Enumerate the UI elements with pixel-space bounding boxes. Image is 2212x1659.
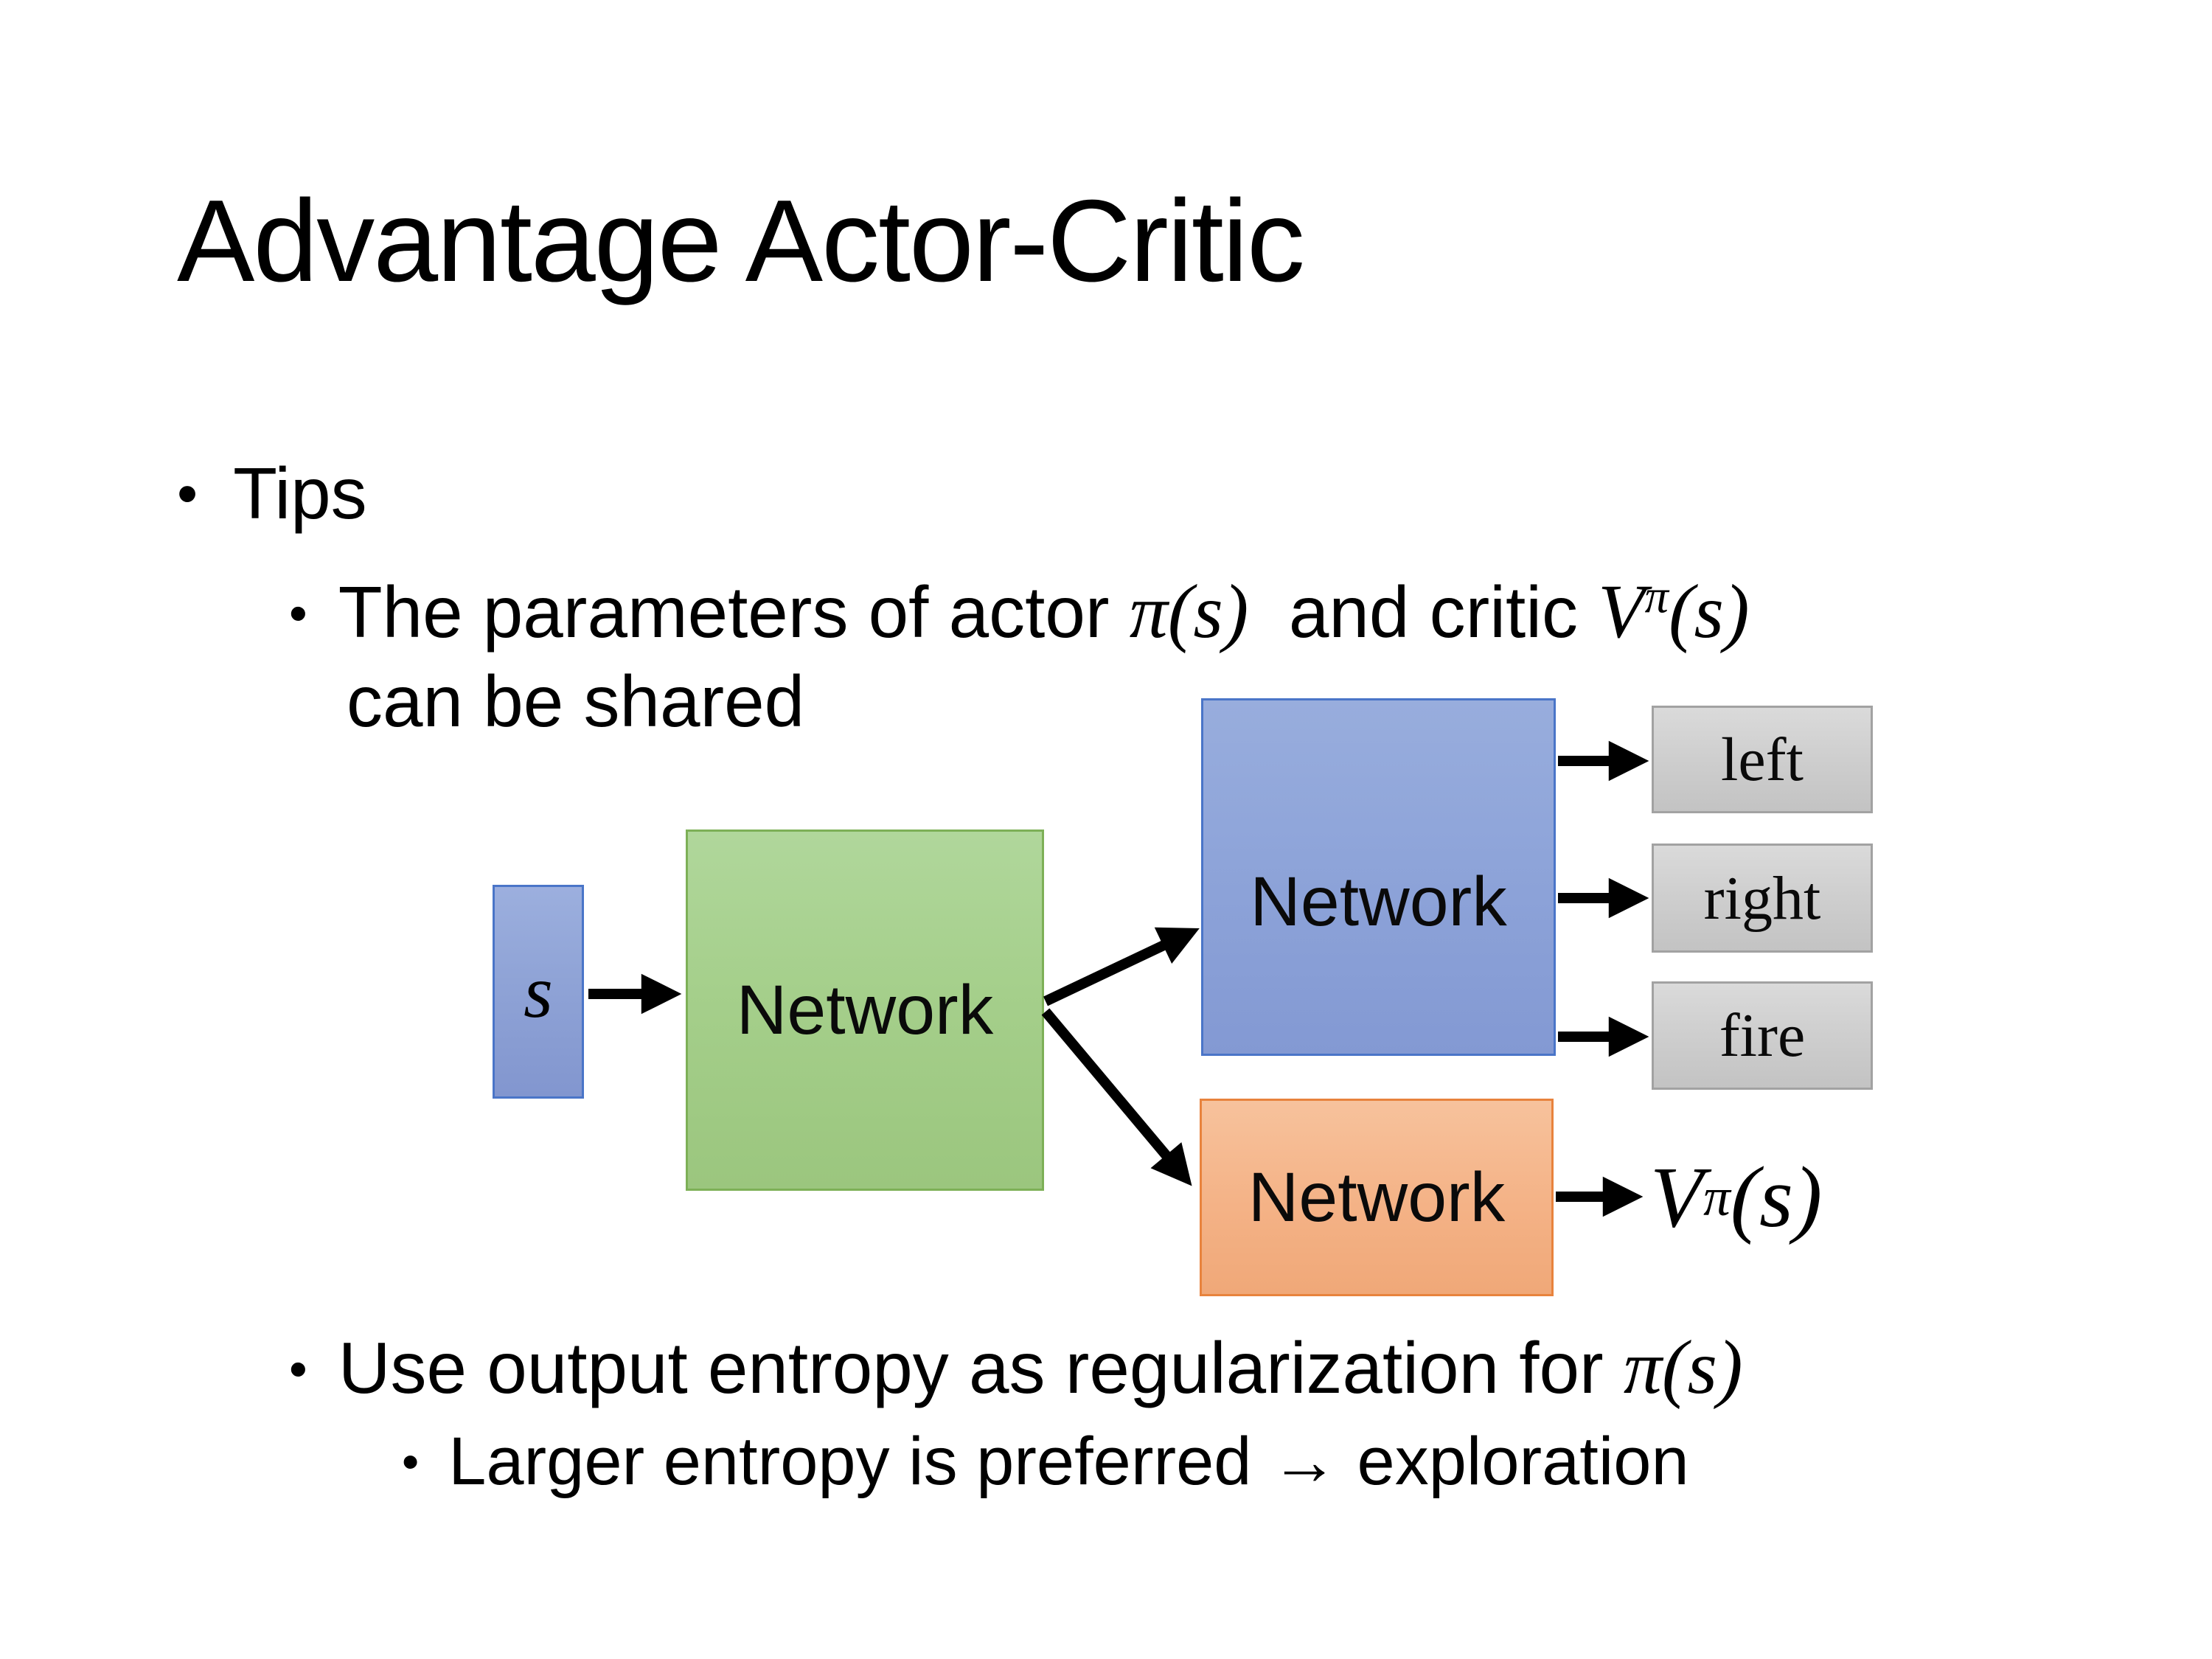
v-base: V bbox=[1598, 569, 1645, 654]
bullet-icon: • bbox=[402, 1435, 420, 1490]
bullet-icon: • bbox=[177, 460, 198, 527]
bullet-line-exploration: • Larger entropy is preferred → explorati… bbox=[402, 1419, 1689, 1504]
value-base: V bbox=[1650, 1149, 1704, 1245]
action-box-left: left bbox=[1652, 706, 1873, 813]
shared-network-label: Network bbox=[736, 970, 994, 1049]
state-label: s bbox=[524, 950, 553, 1034]
bullet-line-parameters: • The parameters of actor π(s) and critic… bbox=[289, 564, 1750, 660]
v-args: (s) bbox=[1668, 569, 1750, 654]
state-input-box: s bbox=[493, 885, 584, 1099]
bullet-icon: • bbox=[289, 583, 307, 642]
bullet-icon: • bbox=[289, 1339, 307, 1398]
critic-network-box: Network bbox=[1200, 1099, 1554, 1296]
actor-network-label: Network bbox=[1250, 863, 1507, 941]
bullet-line-tips: • Tips bbox=[177, 448, 367, 539]
point1-text1: The parameters of actor bbox=[338, 571, 1130, 653]
slide-title: Advantage Actor-Critic bbox=[177, 176, 1305, 306]
pi-s-inline-math: π(s) bbox=[1129, 569, 1249, 654]
action-box-fire: fire bbox=[1652, 981, 1873, 1090]
pi-s-inline-math: π(s) bbox=[1623, 1325, 1743, 1410]
shared-network-box: Network bbox=[686, 830, 1044, 1191]
arrow-shared-to-critic bbox=[1041, 1008, 1192, 1186]
value-args: (s) bbox=[1730, 1149, 1823, 1245]
v-sup: π bbox=[1644, 570, 1669, 623]
bullet-line-parameters-cont: can be shared bbox=[347, 661, 805, 742]
critic-network-label: Network bbox=[1248, 1158, 1506, 1237]
action-box-right: right bbox=[1652, 844, 1873, 953]
point1-text2: and critic bbox=[1248, 571, 1599, 653]
point2-text1: Use output entropy as regularization for bbox=[338, 1327, 1624, 1408]
v-pi-s-inline-math: Vπ(s) bbox=[1598, 569, 1749, 654]
point3-text: Larger entropy is preferred → exploratio… bbox=[448, 1424, 1689, 1499]
actor-network-box: Network bbox=[1201, 698, 1556, 1056]
arrow-shared-to-actor bbox=[1043, 927, 1200, 1006]
bullet-line-entropy: • Use output entropy as regularization fo… bbox=[289, 1320, 1743, 1416]
tips-label: Tips bbox=[233, 453, 367, 534]
